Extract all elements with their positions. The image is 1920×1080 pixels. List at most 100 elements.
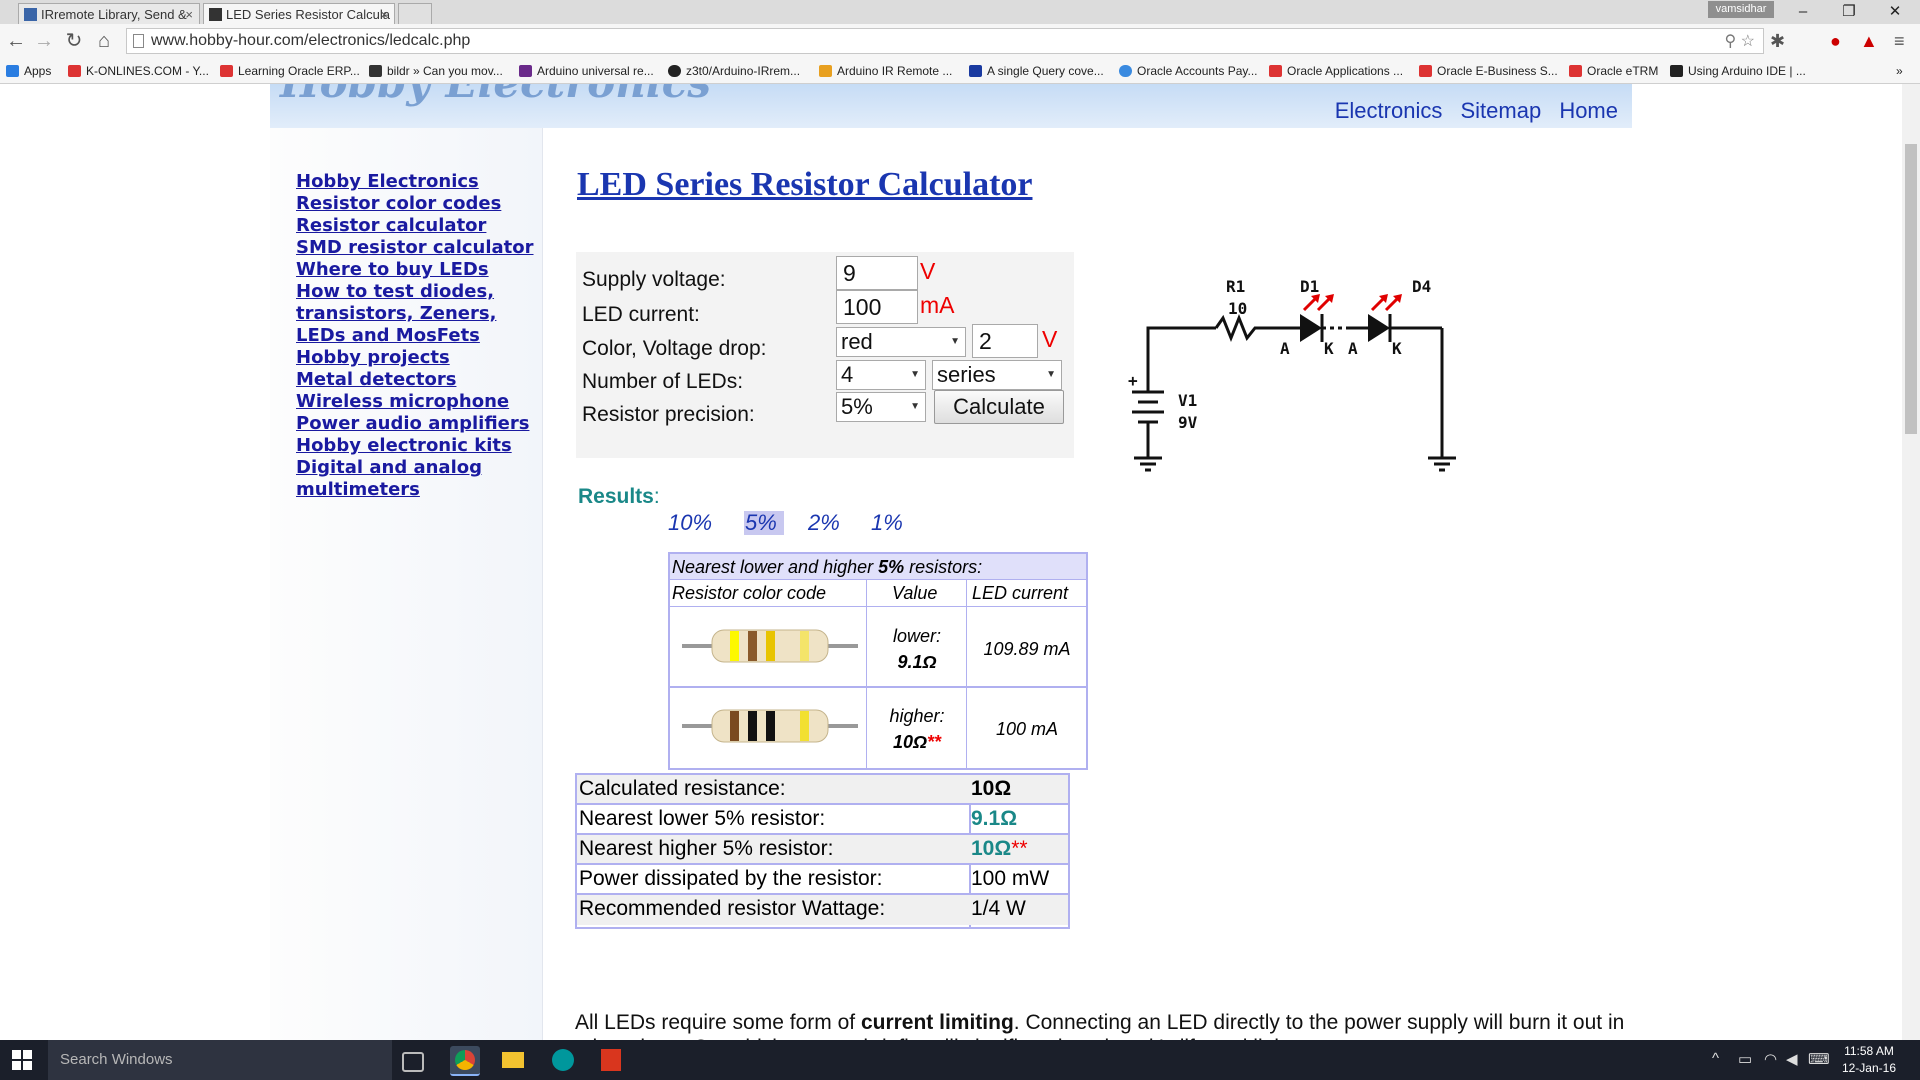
restore-icon[interactable]: ❐ <box>1842 3 1856 20</box>
battery-icon[interactable]: ▭ <box>1738 1051 1753 1068</box>
bookmark-item[interactable]: Using Arduino IDE | ... <box>1670 61 1806 81</box>
sidebar-link-how-to-test-diodes[interactable]: How to test diodes, <box>296 281 495 302</box>
precision-tab-5[interactable]: 5% <box>745 510 777 535</box>
sidebar-link-metal-detectors[interactable]: Metal detectors <box>296 369 457 390</box>
col-value: Value <box>892 583 938 603</box>
close-icon[interactable]: × <box>185 7 193 22</box>
resistor-precision-select[interactable]: 5%▼ <box>836 392 926 422</box>
minimize-icon[interactable]: – <box>1798 3 1808 20</box>
number-of-leds-select[interactable]: 4▼ <box>836 360 926 390</box>
bookmark-item[interactable]: Oracle Accounts Pay... <box>1119 61 1258 81</box>
back-icon[interactable]: ← <box>6 30 26 52</box>
bookmark-item[interactable]: bildr » Can you mov... <box>369 61 503 81</box>
sidebar-link-hobby-electronic-kits[interactable]: Hobby electronic kits <box>296 435 512 456</box>
led-current-input[interactable]: 100 <box>836 290 918 324</box>
taskbar-search-input[interactable]: Search Windows <box>48 1040 392 1080</box>
d4-label: D4 <box>1412 277 1431 296</box>
precision-tab-1[interactable]: 1% <box>871 510 903 535</box>
youtube-icon <box>68 65 81 77</box>
resistor-color-band <box>730 711 739 741</box>
sidebar-link-wireless-microphone[interactable]: Wireless microphone <box>296 391 510 412</box>
bookmark-item[interactable]: Learning Oracle ERP... <box>220 61 360 81</box>
bookmark-item[interactable]: K-ONLINES.COM - Y... <box>68 61 209 81</box>
window-close-icon[interactable]: ✕ <box>1888 3 1902 20</box>
extension-pdf-icon[interactable]: ▲ <box>1860 31 1878 51</box>
keyboard-icon[interactable]: ⌨ <box>1808 1051 1830 1068</box>
supply-voltage-input[interactable]: 9 <box>836 256 918 290</box>
file-explorer-icon[interactable] <box>498 1046 528 1074</box>
sidebar-link-multimeters[interactable]: Digital and analog <box>296 457 482 478</box>
bookmark-item[interactable]: Arduino universal re... <box>519 61 654 81</box>
more-bookmarks-button[interactable]: » <box>1896 64 1903 78</box>
r1-name-label: R1 <box>1226 277 1245 296</box>
summary-row: Power dissipated by the resistor:100 mW <box>577 865 1068 895</box>
voltage-drop-input[interactable]: 2 <box>972 324 1038 358</box>
bookmark-item[interactable]: Oracle Applications ... <box>1269 61 1403 81</box>
windows-taskbar: Search Windows ^ ▭ ◠ ◀ ⌨ 11:58 AM 12-Jan… <box>0 1040 1920 1080</box>
menu-icon[interactable]: ≡ <box>1894 31 1905 51</box>
tray-chevron-up-icon[interactable]: ^ <box>1712 1050 1720 1067</box>
new-tab-button[interactable] <box>398 3 432 24</box>
tab-label: LED Series Resistor Calcula <box>226 7 391 22</box>
sidebar-link-hobby-projects[interactable]: Hobby projects <box>296 347 450 368</box>
sidebar-link-resistor-calculator[interactable]: Resistor calculator <box>296 215 487 236</box>
calculator-form: Supply voltage: 9 V LED current: 100 mA … <box>576 252 1074 458</box>
bookmark-star-icon[interactable]: ☆ <box>1740 33 1755 50</box>
tab-led-calculator[interactable]: LED Series Resistor Calcula × <box>203 3 395 24</box>
oracle-icon <box>1569 65 1582 77</box>
home-icon[interactable]: ⌂ <box>97 30 111 52</box>
wifi-icon[interactable]: ◠ <box>1764 1051 1778 1068</box>
nav-home[interactable]: Home <box>1559 98 1618 123</box>
resistor-color-band <box>800 631 809 661</box>
page-scrollbar[interactable] <box>1902 84 1920 1040</box>
windows-start-icon[interactable] <box>12 1050 32 1070</box>
profile-badge[interactable]: vamsidhar <box>1708 1 1774 18</box>
led-color-select[interactable]: red▼ <box>836 327 966 357</box>
reload-icon[interactable]: ↻ <box>65 30 83 52</box>
task-view-icon[interactable] <box>402 1052 424 1072</box>
bookmark-item[interactable]: Oracle eTRM <box>1569 61 1658 81</box>
extension-lastpass-icon[interactable]: ● <box>1830 31 1841 51</box>
tab-irremote[interactable]: IRremote Library, Send & × <box>18 3 200 24</box>
summary-table: Calculated resistance:10Ω Nearest lower … <box>575 773 1070 929</box>
supply-voltage-label: Supply voltage: <box>582 268 726 291</box>
nav-sitemap[interactable]: Sitemap <box>1460 98 1542 123</box>
connection-type-select[interactable]: series▼ <box>932 360 1062 390</box>
col-color-code: Resistor color code <box>672 583 827 603</box>
arduino-app-icon[interactable] <box>548 1046 578 1074</box>
zoom-icon[interactable]: ⚲ <box>1724 33 1737 50</box>
calculate-button[interactable]: Calculate <box>934 390 1064 424</box>
bookmark-item[interactable]: z3t0/Arduino-IRrem... <box>668 61 800 81</box>
sidebar-link-how-to-test-diodes[interactable]: transistors, Zeners, <box>296 303 497 324</box>
precision-tab-10[interactable]: 10% <box>668 510 713 535</box>
precision-tab-2[interactable]: 2% <box>808 510 840 535</box>
site-logo[interactable]: Hobby Electronics <box>280 84 711 107</box>
sidebar-link-how-to-test-diodes[interactable]: LEDs and MosFets <box>296 325 480 346</box>
bookmark-apps[interactable]: Apps <box>6 61 51 81</box>
address-bar[interactable]: www.hobby-hour.com/electronics/ledcalc.p… <box>126 28 1764 54</box>
sidebar-link-smd-resistor-calculator[interactable]: SMD resistor calculator <box>296 237 534 258</box>
forward-icon[interactable]: → <box>34 30 54 52</box>
taskbar-clock[interactable]: 11:58 AM 12-Jan-16 <box>1842 1043 1896 1077</box>
sidebar-link-multimeters[interactable]: multimeters <box>296 479 420 500</box>
page-title[interactable]: LED Series Resistor Calculator <box>577 166 1033 203</box>
bookmark-item[interactable]: Oracle E-Business S... <box>1419 61 1558 81</box>
extension-puzzle-icon[interactable]: ✱ <box>1770 31 1786 51</box>
bookmark-item[interactable]: Arduino IR Remote ... <box>819 61 952 81</box>
resistor-color-band <box>766 631 775 661</box>
col-divider <box>866 580 867 768</box>
chrome-icon[interactable] <box>450 1046 480 1076</box>
scrollbar-thumb[interactable] <box>1905 144 1917 434</box>
bookmark-item[interactable]: A single Query cove... <box>969 61 1104 81</box>
sidebar-link-power-audio-amplifiers[interactable]: Power audio amplifiers <box>296 413 530 434</box>
globe-icon <box>1119 65 1132 77</box>
led-d4-symbol <box>1368 314 1390 342</box>
close-icon[interactable]: × <box>380 7 388 22</box>
sidebar-link-hobby-electronics[interactable]: Hobby Electronics <box>296 171 479 192</box>
led-d1-symbol <box>1300 314 1322 342</box>
sidebar-link-where-to-buy-leds[interactable]: Where to buy LEDs <box>296 259 489 280</box>
nav-electronics[interactable]: Electronics <box>1334 98 1443 123</box>
volume-icon[interactable]: ◀ <box>1786 1051 1798 1068</box>
sidebar-link-resistor-color-codes[interactable]: Resistor color codes <box>296 193 502 214</box>
foxit-reader-icon[interactable] <box>596 1046 626 1074</box>
